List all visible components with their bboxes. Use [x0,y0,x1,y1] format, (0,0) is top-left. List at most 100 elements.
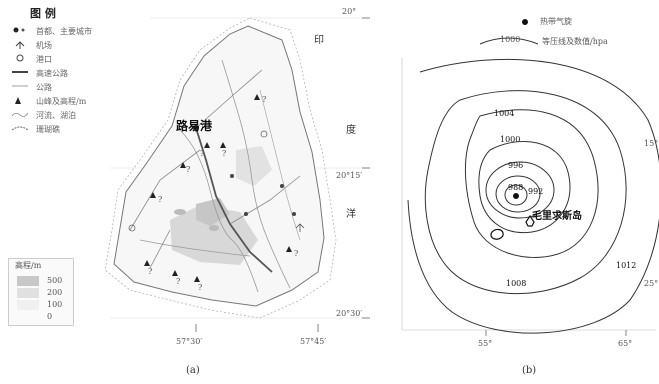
island-mauritius [525,214,535,227]
isobar-value: 988 [508,183,524,192]
map-panel-a: 图 例 首都、主要城市 机场 港口 高速公路 公路 山峰及高程/m 河流、湖泊 … [8,7,370,376]
lake [209,225,219,231]
peak-icon [254,94,260,100]
elevation-legend: 高程/m 500 200 100 0 [8,258,74,326]
peak-icon [180,162,186,168]
river [139,239,251,257]
lon-label: 55° [478,339,493,348]
peak-icon [15,97,21,104]
legend-item-road: 公路 [12,80,152,92]
peak-icon [172,270,178,276]
caption-b: (b) [522,365,537,376]
reef-outline [104,17,337,319]
cyclone-center-icon [522,19,528,25]
peak-label: ? [222,149,227,158]
ocean-label-char: 度 [346,125,356,136]
peak-icon [194,276,200,282]
lake [174,209,186,215]
river [259,89,301,241]
isobar-988 [504,184,528,206]
lon-label: 57°45′ [300,337,327,346]
lat-label: 15° [644,139,659,148]
port-icon [260,130,268,138]
river-icon [12,112,28,117]
caption-a: (a) [186,365,200,376]
isobar-996 [485,161,555,219]
legend-item-port: 港口 [12,52,152,64]
lat-label: 20° [342,7,357,16]
elevation-legend-title: 高程/m [15,261,42,270]
peak-label: ? [294,249,299,258]
river [221,59,291,289]
lat-label: 20°15′ [336,171,363,180]
isobar-value: 1000 [500,135,521,144]
city-dot-icon [280,184,284,188]
legend-cyclone-label: 热带气旋 [540,17,572,26]
lon-label: 65° [618,339,633,348]
elevation-level: 500 [47,276,63,285]
city-dot-icon [13,27,25,33]
isobar-value: 996 [508,161,524,170]
peak-label: ? [176,277,181,286]
road [149,229,171,269]
airport-icon [15,41,25,49]
peak-icon [286,246,292,252]
legend-title: 图 例 [30,7,56,20]
peak-label: ? [186,165,191,174]
isobar-992 [495,175,541,213]
lat-label: 20°30′ [336,309,363,318]
legend-item-peak: 山峰及高程/m [12,94,152,106]
isobar-value: 1012 [616,261,637,270]
isobar-1012 [407,58,659,334]
legend-item-highway: 高速公路 [12,66,152,78]
legend-label: 机场 [36,41,52,50]
highway-line-icon [12,71,28,73]
legend-label: 港口 [36,55,52,64]
isobar-value: 1004 [494,109,515,118]
peak-label: ? [198,283,203,292]
isobar-legend-line-icon [479,37,539,45]
isobar-value: 1008 [506,279,527,288]
peak-label: ? [200,149,205,158]
elevation-swatch-500 [17,276,39,286]
road [195,69,263,129]
peak-icon [204,142,210,148]
peak-icon [220,142,226,148]
highway [195,127,273,273]
isobar-map [401,19,659,336]
legend-isobar-sample: 1000 [500,35,521,44]
legend-label: 高速公路 [36,69,68,78]
port-icon [128,224,136,232]
city-label-port-louis: 路易港 [176,119,213,133]
city-dot-icon [292,212,296,216]
legend-item-river: 河流、湖泊 [12,108,152,120]
legend-label: 河流、湖泊 [36,111,76,120]
peak-label: ? [158,195,163,204]
legend-label: 珊瑚礁 [36,125,60,134]
isobar-value: 992 [528,187,544,196]
elevation-level: 0 [47,312,53,321]
peak-icon [150,192,156,198]
city-dot-icon [244,212,248,216]
isobar-1004 [465,109,599,258]
cyclone-center-icon [513,193,519,199]
legend-isobar-label: 等压线及数值/hpa [542,37,608,46]
lat-label: 25° [644,279,659,288]
legend-item-city: 首都、主要城市 [12,24,152,36]
elevation-swatch-200 [17,288,39,298]
legend-label: 首都、主要城市 [36,27,92,36]
map-panel-b: 热带气旋 1000 等压线及数值/hpa 1012 1008 1004 1000… [380,0,659,384]
elevation-swatch-100 [17,300,39,310]
elevation-level: 200 [47,288,63,297]
isobar-1000 [478,140,571,234]
legend-label: 公路 [36,83,52,92]
peak-label: ? [262,95,267,104]
road [229,175,301,225]
road-line-icon [12,85,28,87]
legend-item-airport: 机场 [12,38,152,50]
airport-icon [295,223,305,232]
city-dot-icon [193,125,199,131]
highland-patch [236,146,272,186]
city-dot-icon [230,174,234,178]
peak-icon [144,260,150,266]
